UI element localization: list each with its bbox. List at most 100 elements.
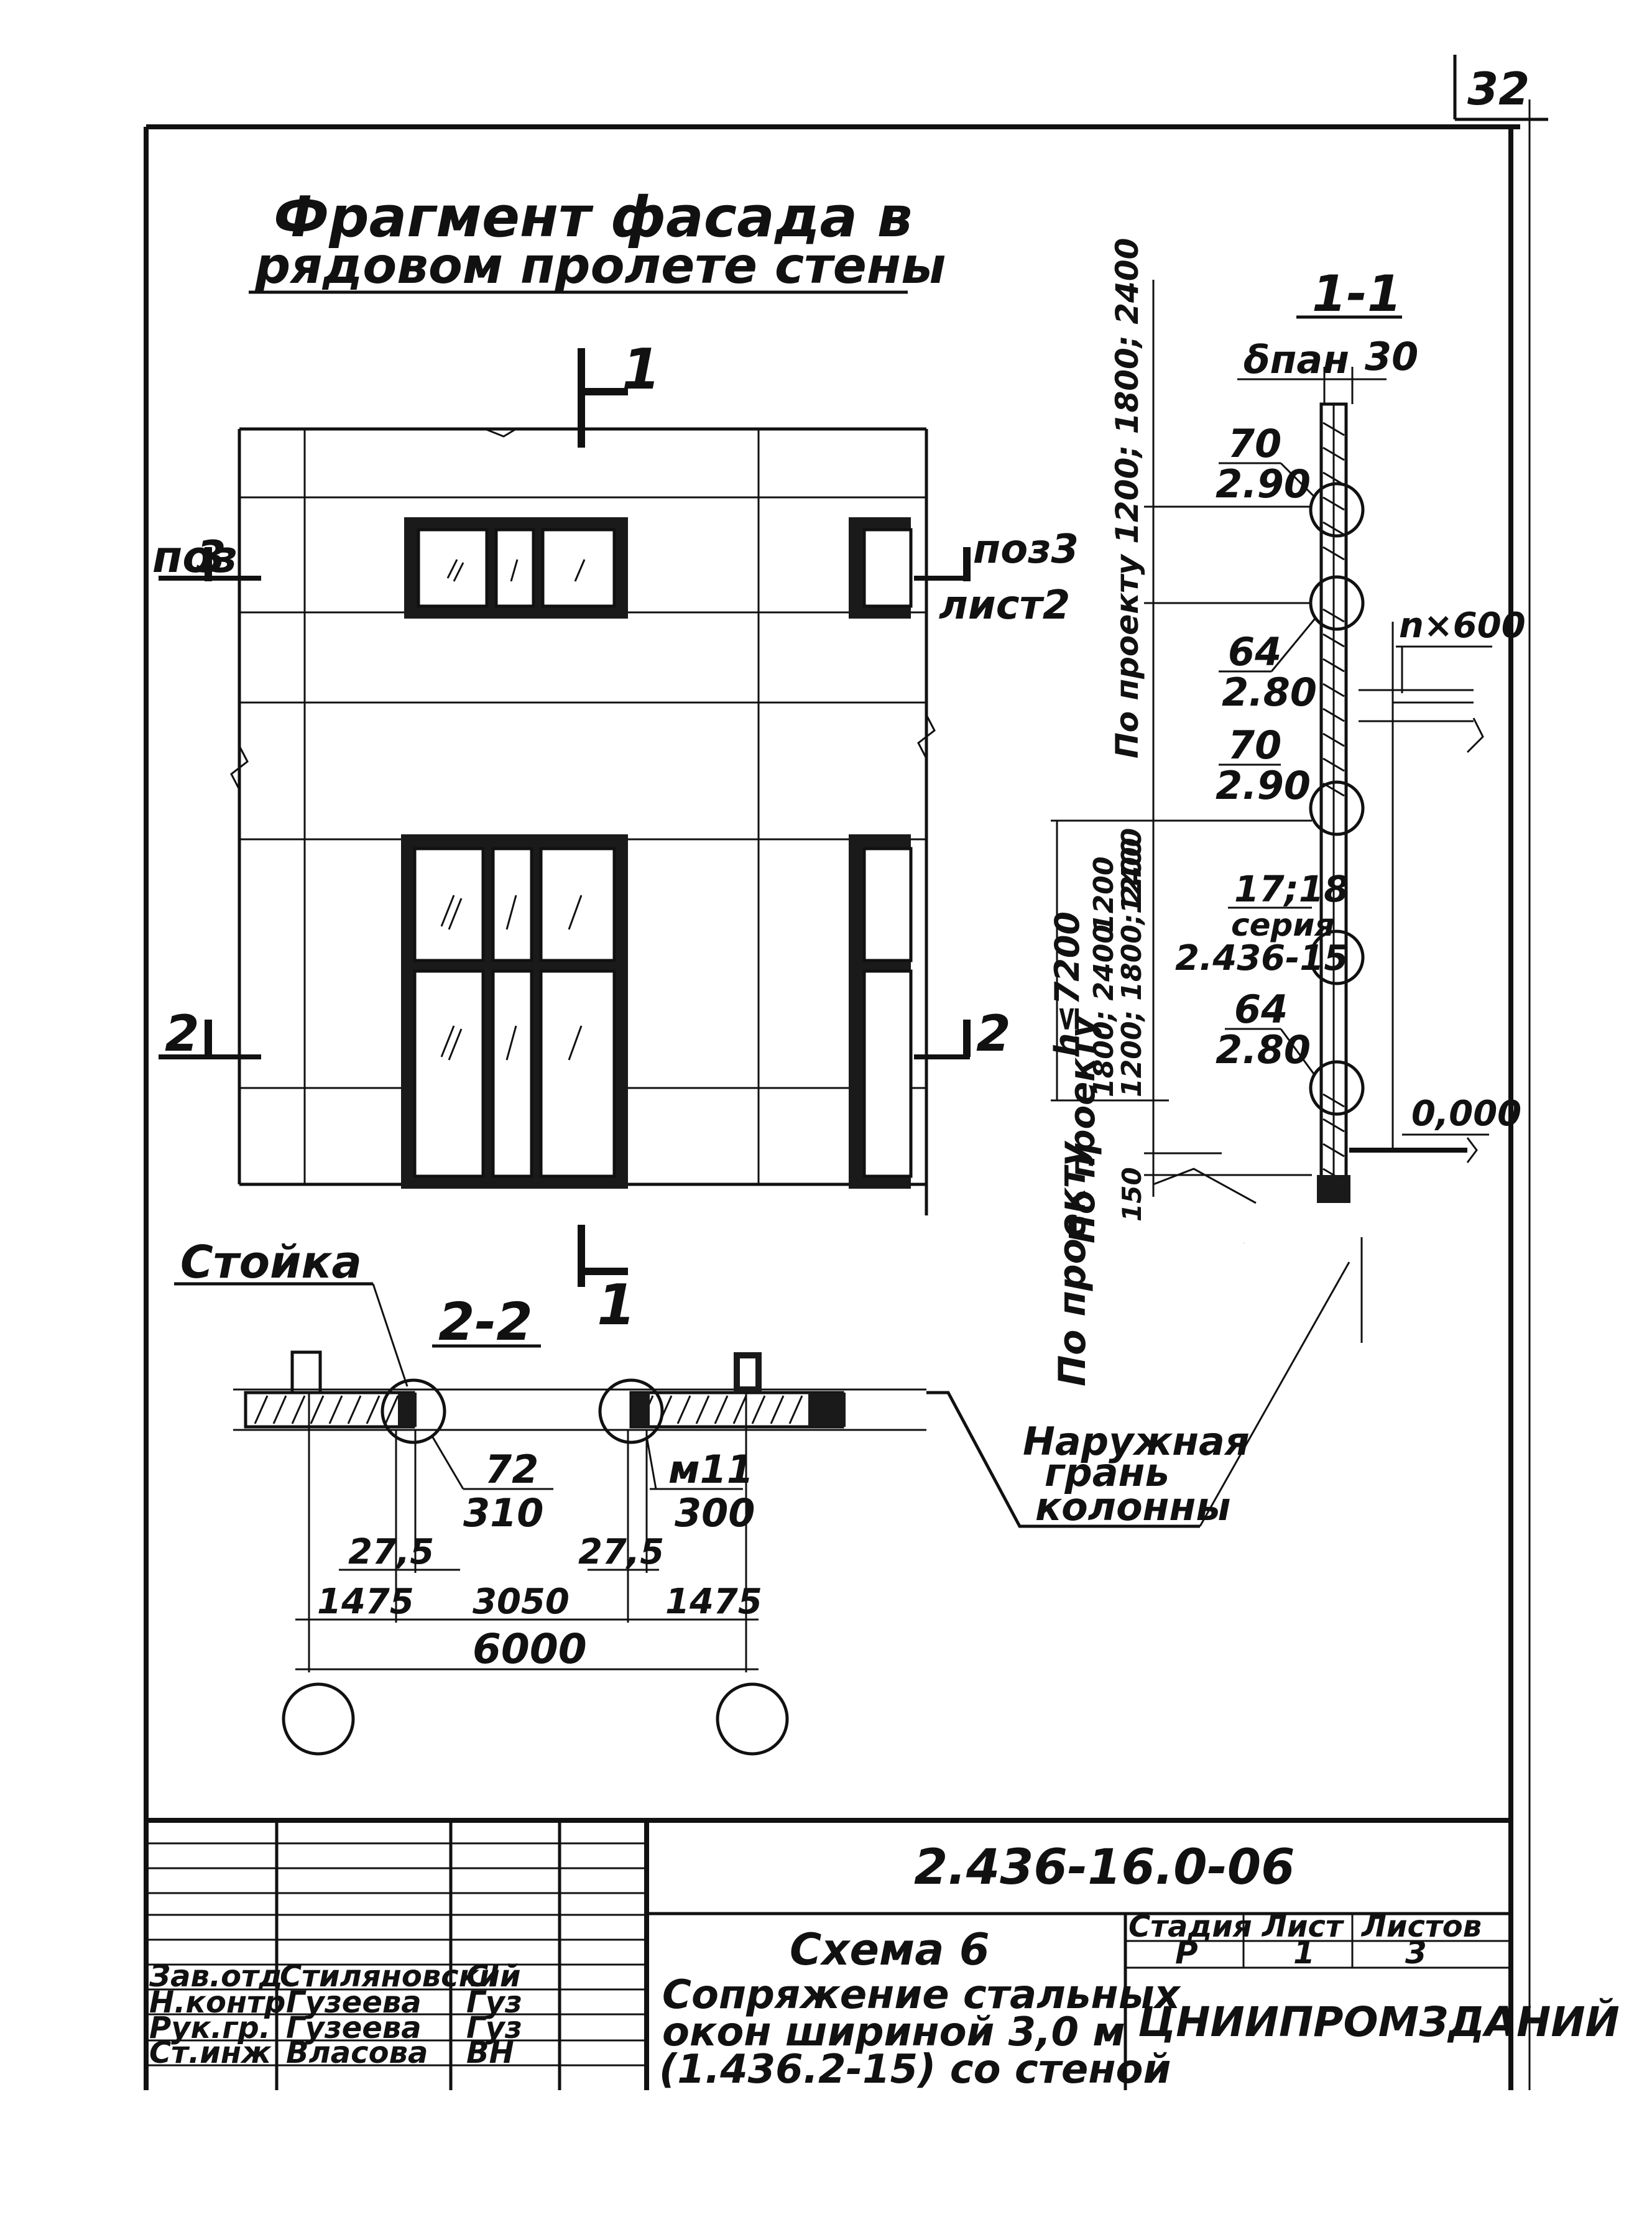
svg-text:Рук.гр.: Рук.гр. — [149, 2011, 270, 2045]
svg-text:1: 1 — [622, 337, 661, 402]
section-mark-1-bottom: 1 — [578, 1225, 636, 1338]
svg-text:2.90: 2.90 — [1216, 763, 1311, 808]
svg-text:70: 70 — [1228, 421, 1281, 466]
facade-title-line1: Фрагмент фасада в — [274, 185, 913, 250]
svg-text:Стадия: Стадия — [1128, 1909, 1252, 1944]
svg-text:Cl: Cl — [466, 1959, 499, 1994]
upper-window — [404, 517, 628, 619]
svg-text:150: 150 — [1117, 1167, 1147, 1222]
svg-text:n×600: n×600 — [1399, 606, 1526, 646]
svg-text:0,000: 0,000 — [1411, 1094, 1521, 1134]
svg-text:ВН: ВН — [466, 2035, 514, 2070]
section-mark-2-left: 150 2 — [159, 1005, 1245, 1244]
svg-text:Н.контр: Н.контр — [149, 1985, 285, 2020]
node-circle-70-a — [1309, 482, 1365, 538]
role-row-2: Рук.гр. Гузеева Гуз — [149, 2011, 522, 2045]
svg-text:30: 30 — [1365, 334, 1418, 379]
svg-text:1800; 2400: 1800; 2400 — [1088, 924, 1120, 1097]
doc-code: 2.436-16.0-06 — [914, 1840, 1294, 1896]
svg-text:Листов: Листов — [1360, 1909, 1482, 1944]
svg-text:Наружная: Наружная — [1023, 1419, 1250, 1464]
svg-text:17;18: 17;18 — [1234, 868, 1349, 910]
svg-text:1475: 1475 — [665, 1582, 762, 1622]
post-label: Стойка — [180, 1236, 362, 1288]
section-2-2: Стойка 2-2 72 310 м11 300 — [174, 1236, 1350, 1756]
upper-right-window — [849, 517, 913, 619]
svg-text:поз: поз — [152, 532, 238, 583]
svg-text:70: 70 — [1228, 722, 1281, 768]
role-row-3: Ст.инж Власова ВН — [149, 2035, 514, 2070]
section-mark-1-top: 1 — [578, 337, 661, 448]
svg-text:м11: м11 — [668, 1447, 754, 1492]
node-circle-72 — [381, 1378, 446, 1444]
desc-line-1: Сопряжение стальных — [662, 1972, 1181, 2018]
section-2-2-title: 2-2 — [438, 1291, 533, 1352]
svg-text:3: 3 — [1405, 1935, 1427, 1971]
svg-text:лист2: лист2 — [939, 583, 1070, 629]
svg-text:1475: 1475 — [317, 1582, 414, 1622]
facade-title-line2: рядовом пролете стены — [254, 237, 946, 295]
by-project-1: По проекту 1200; 1800; 2400 — [1109, 238, 1145, 758]
svg-text:64: 64 — [1228, 629, 1281, 675]
node-circle-64-b — [1309, 1060, 1365, 1116]
svg-text:64: 64 — [1234, 987, 1288, 1032]
svg-text:150: 150 — [1244, 1243, 1245, 1244]
svg-text:2.80: 2.80 — [1216, 1027, 1311, 1072]
svg-text:Гузеева: Гузеева — [286, 2011, 422, 2045]
page-number: 32 — [1467, 63, 1530, 115]
svg-text:2: 2 — [165, 1005, 200, 1062]
facade-title: Фрагмент фасада в рядовом пролете стены — [249, 185, 946, 295]
svg-text:3: 3 — [196, 532, 226, 583]
svg-text:Зав.отд: Зав.отд — [149, 1959, 283, 1994]
facade-elevation: 1 1 поз 3 поз3 лист2 150 2 2 — [152, 337, 1245, 1338]
role-row-1: Н.контр Гузеева Гуз — [149, 1985, 522, 2020]
organization: ЦНИИПРОМЗДАНИЙ — [1138, 1998, 1620, 2046]
svg-text:серия: серия — [1231, 907, 1334, 943]
role-row-0: Зав.отд Стиляновский Cl — [149, 1959, 520, 1994]
svg-text:Власова: Власова — [286, 2035, 428, 2070]
svg-text:2: 2 — [976, 1005, 1011, 1062]
svg-text:1: 1 — [597, 1273, 636, 1338]
axis-circle-left — [282, 1682, 355, 1756]
node-circle-70-b — [1309, 780, 1365, 836]
svg-text:Гуз: Гуз — [466, 1985, 522, 2020]
svg-text:2.436-15: 2.436-15 — [1175, 938, 1348, 979]
panel-hatching — [1322, 422, 1345, 1182]
svg-text:поз3: поз3 — [973, 527, 1079, 573]
svg-text:По проекту: По проекту — [1063, 1013, 1103, 1243]
svg-text:27,5: 27,5 — [578, 1532, 664, 1572]
strip-hatching — [254, 1395, 803, 1424]
section-1-1: 1-1 δпан 30 n×600 0,000 70 — [1048, 238, 1526, 1386]
svg-text:колонны: колонны — [1035, 1484, 1230, 1529]
svg-text:грань: грань — [1045, 1450, 1170, 1495]
by-project-3: По проекту — [1051, 1140, 1094, 1386]
node-circle-17-18 — [1309, 929, 1365, 985]
svg-text:3050: 3050 — [473, 1582, 570, 1622]
page-number-box: 32 — [1453, 55, 1548, 121]
svg-text:300: 300 — [675, 1490, 755, 1536]
section-1-1-title: 1-1 — [1312, 265, 1402, 323]
svg-text:2.90: 2.90 — [1216, 461, 1311, 507]
svg-text:h≤7200: h≤7200 — [1048, 911, 1087, 1057]
svg-text:27,5: 27,5 — [348, 1532, 434, 1572]
svg-text:Стиляновский: Стиляновский — [280, 1959, 520, 1994]
desc-line-2: окон шириной 3,0 м — [662, 2009, 1125, 2055]
lower-window — [401, 834, 628, 1189]
lower-right-window — [849, 834, 913, 1189]
svg-text:Р: Р — [1175, 1935, 1198, 1971]
svg-text:Гузеева: Гузеева — [286, 1985, 422, 2020]
sheet-frame — [144, 99, 1531, 2090]
title-block: 2.436-16.0-06 Схема 6 Сопряжение стальны… — [146, 1818, 1620, 2093]
svg-text:δпан: δпан — [1244, 337, 1349, 382]
desc-line-3: (1.436.2-15) со стеной — [659, 2047, 1171, 2093]
svg-text:Лист: Лист — [1261, 1909, 1345, 1944]
node-circle-11 — [598, 1378, 664, 1444]
section-mark-pos3-right: поз3 лист2 — [914, 527, 1079, 629]
section-mark-pos3-left: поз 3 — [152, 532, 261, 583]
svg-text:72: 72 — [485, 1447, 538, 1492]
svg-text:6000: 6000 — [473, 1625, 587, 1673]
svg-text:1200: 1200 — [1116, 838, 1148, 914]
node-circle-64-a — [1309, 575, 1365, 631]
scheme-title: Схема 6 — [790, 1924, 990, 1975]
